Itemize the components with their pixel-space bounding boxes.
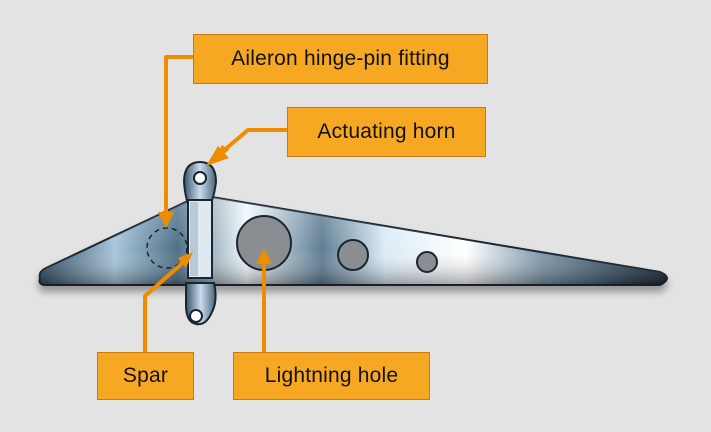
hinge-pin-fitting-outline xyxy=(146,227,188,269)
horn-upper-hole xyxy=(193,171,207,185)
actuating-horn-upper xyxy=(182,160,218,206)
spar-leader-line xyxy=(143,258,188,352)
hole-arrowhead xyxy=(256,248,272,264)
hinge-leader-line xyxy=(164,55,193,214)
callout-actuating-horn-text: Actuating horn xyxy=(317,120,456,143)
callout-arrowheads xyxy=(158,145,272,268)
lightning-holes xyxy=(236,215,438,273)
callout-leaders xyxy=(143,55,287,352)
callout-spar: Spar xyxy=(97,352,194,400)
callout-hinge-pin-fitting-text: Aileron hinge-pin fitting xyxy=(231,47,450,70)
horn-lower-hole xyxy=(189,309,203,323)
horn-arrowhead xyxy=(206,146,229,166)
callout-actuating-horn: Actuating horn xyxy=(287,107,486,157)
callout-lightning-hole-text: Lightning hole xyxy=(264,364,399,387)
callout-hinge-pin-fitting: Aileron hinge-pin fitting xyxy=(193,34,488,84)
horn-leader-line xyxy=(220,128,287,154)
lightning-hole-small xyxy=(416,251,438,273)
callout-lightning-hole: Lightning hole xyxy=(233,352,430,400)
lightning-hole-medium xyxy=(337,239,369,271)
callout-spar-text: Spar xyxy=(122,364,169,387)
hinge-arrowhead xyxy=(158,212,174,228)
spar-shading xyxy=(190,202,198,276)
spar-arrowhead xyxy=(178,252,193,268)
actuating-horn-lower xyxy=(185,282,217,326)
